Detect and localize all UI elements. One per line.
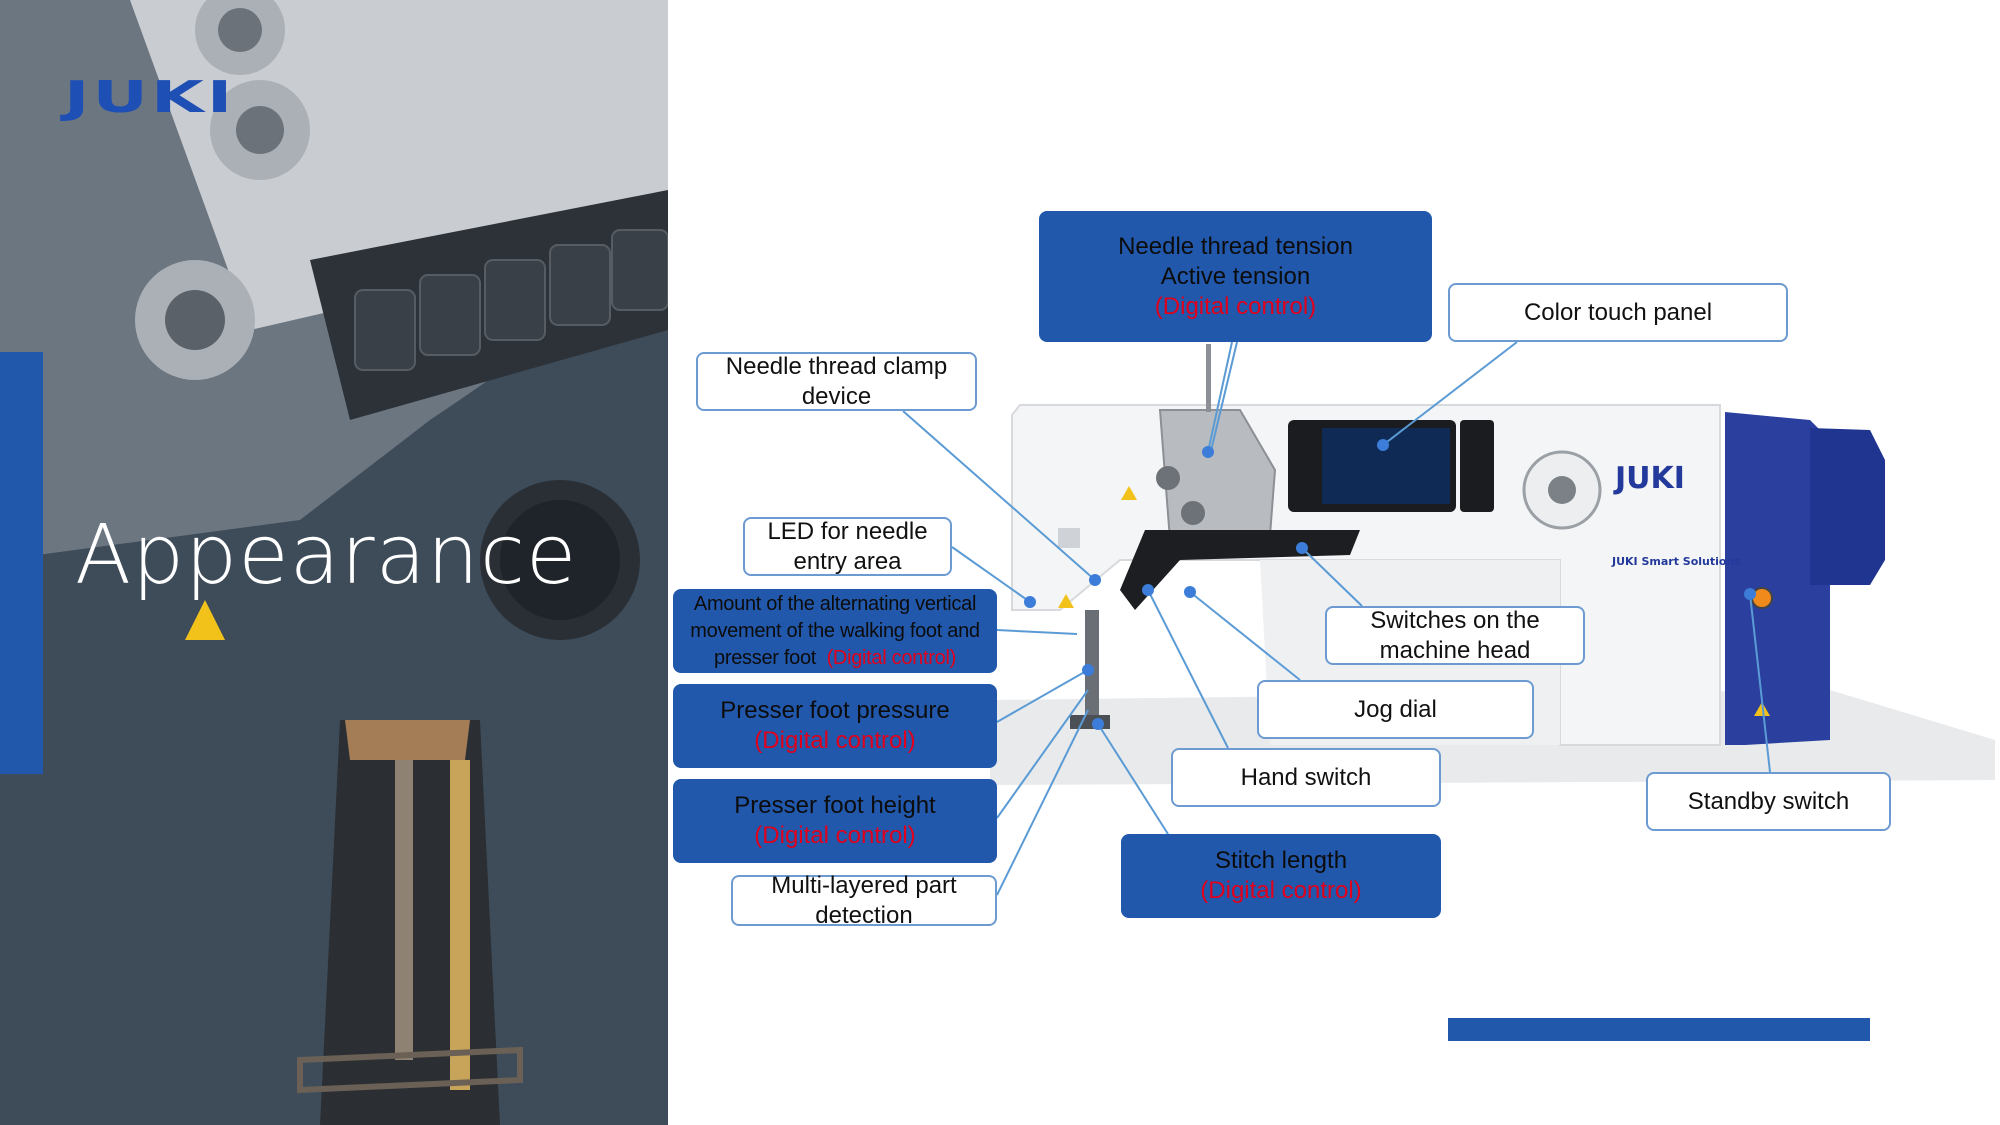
leader-needle-tension-b [1209, 341, 1238, 456]
stitch-length-line1: Stitch length [1214, 847, 1348, 874]
thread-clamp-line1: Needle thread clamp [725, 352, 948, 380]
leader-lines [902, 341, 1771, 896]
alternating-line1: Amount of the alternating vertical [693, 592, 977, 615]
machine-juki-logo: JUKI [1613, 461, 1685, 496]
leader-stitch-length [1097, 723, 1169, 835]
presser-foot [1070, 715, 1110, 729]
callout-presser-foot-height: Presser foot height (Digital control) [673, 779, 997, 863]
presser-pressure-line1: Presser foot pressure [720, 697, 950, 724]
callout-presser-foot-pressure: Presser foot pressure (Digital control) [673, 684, 997, 768]
handwheel [1810, 428, 1885, 585]
callout-standby-switch: Standby switch [1646, 772, 1891, 831]
callout-switches-machine-head: Switches on the machine head [1325, 606, 1585, 665]
leader-color-panel [1382, 341, 1518, 446]
leader-switches [1301, 547, 1363, 607]
machine-subbrand: JUKI Smart Solutions [1611, 555, 1741, 568]
leader-jog-dial [1189, 591, 1301, 681]
multi-layer-line2: detection [815, 901, 913, 929]
juki-logo: JUKI [64, 72, 236, 123]
left-photo-panel [0, 0, 668, 1125]
callout-needle-thread-tension: Needle thread tension Active tension (Di… [1039, 211, 1432, 342]
leader-hand-switch [1147, 589, 1229, 749]
alternating-digital-label: (Digital control) [826, 646, 957, 669]
callout-led-needle-entry: LED for needle entry area [743, 517, 952, 576]
stitch-length-digital-label: (Digital control) [1200, 877, 1362, 904]
blue-side-cover [1725, 412, 1830, 745]
callout-stitch-length: Stitch length (Digital control) [1121, 834, 1441, 918]
callout-jog-dial: Jog dial [1257, 680, 1534, 739]
led-line1: LED for needle [767, 517, 928, 545]
leader-endpoints [1024, 439, 1756, 730]
needle-tension-line1: Needle thread tension [1118, 232, 1353, 260]
needle-tension-line2: Active tension [1160, 262, 1311, 290]
slide-title: Appearance [75, 508, 578, 603]
jog-dial-label: Jog dial [1354, 695, 1437, 723]
hand-switch-label: Hand switch [1240, 763, 1372, 791]
callout-needle-thread-clamp: Needle thread clamp device [696, 352, 977, 411]
led-line2: entry area [793, 547, 902, 575]
thread-clamp-line2: device [801, 382, 872, 410]
leader-standby [1749, 593, 1771, 773]
touch-panel-screen [1322, 428, 1450, 504]
presser-height-digital-label: (Digital control) [754, 822, 916, 849]
callout-alternating-vertical-movement: Amount of the alternating vertical movem… [673, 589, 997, 673]
leader-multi-layer [996, 709, 1089, 896]
needle-tension-digital-label: (Digital control) [1154, 292, 1317, 320]
needle-bar [1085, 610, 1099, 720]
color-panel-label: Color touch panel [1523, 298, 1713, 326]
left-accent-bar [0, 352, 43, 774]
callout-multi-layered-part: Multi-layered part detection [731, 872, 997, 929]
switches-line2: machine head [1379, 636, 1531, 664]
callout-color-touch-panel: Color touch panel [1448, 283, 1788, 342]
panel-side-buttons [1460, 420, 1494, 512]
callout-hand-switch: Hand switch [1171, 748, 1441, 807]
leader-led [951, 546, 1031, 603]
leader-presser-pressure [996, 669, 1089, 723]
alternating-line2: movement of the walking foot and [690, 619, 980, 642]
bottom-accent-bar [1448, 1018, 1870, 1041]
sewing-machine-closeup-photo [0, 0, 668, 1125]
leader-thread-clamp [902, 410, 1096, 581]
alternating-line3: presser foot (Digital control) [714, 645, 956, 672]
standby-label: Standby switch [1687, 787, 1850, 815]
leader-alternating [996, 629, 1078, 635]
presser-pressure-digital-label: (Digital control) [754, 727, 916, 754]
alternating-line3-text: presser foot [714, 646, 817, 669]
leader-presser-height [996, 689, 1089, 819]
switches-line1: Switches on the [1370, 606, 1540, 634]
leader-needle-tension-a [1207, 341, 1233, 453]
multi-layer-line1: Multi-layered part [771, 871, 957, 899]
presser-height-line1: Presser foot height [734, 792, 936, 819]
